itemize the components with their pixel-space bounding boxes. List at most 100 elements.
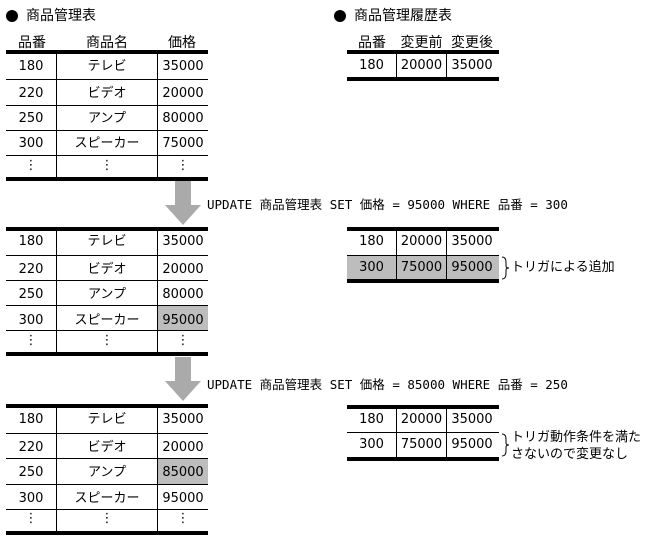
table-rule	[347, 50, 499, 54]
history-before-cell: 20000	[400, 412, 443, 427]
ellipsis-cell: ⋮	[100, 511, 114, 526]
product-name-cell: テレビ	[87, 59, 127, 74]
history-header-after: 変更後	[451, 35, 493, 51]
column-divider	[56, 231, 57, 353]
product-price-cell: 85000	[162, 465, 204, 480]
row-divider	[6, 255, 208, 256]
column-divider	[157, 231, 158, 353]
row-divider	[6, 280, 208, 281]
table-rule	[347, 279, 499, 283]
history-before-cell: 75000	[400, 437, 443, 452]
product-price-cell: 95000	[162, 313, 204, 328]
no-change-note-line-1: トリガ動作条件を満た	[511, 430, 642, 445]
ellipsis-cell: ⋮	[176, 158, 190, 173]
table-rule	[347, 77, 499, 81]
product-header-price: 価格	[168, 35, 196, 51]
product-id-cell: 250	[18, 111, 44, 126]
product-name-cell: スピーカー	[74, 136, 140, 151]
history-before-cell: 20000	[400, 58, 443, 73]
down-arrow-icon	[165, 181, 201, 225]
product-name-cell: ビデオ	[87, 440, 127, 455]
product-price-cell: 35000	[162, 234, 204, 249]
product-id-cell: 220	[18, 440, 44, 455]
product-price-cell: 80000	[162, 111, 204, 126]
row-divider	[6, 79, 208, 80]
product-name-cell: ビデオ	[87, 262, 127, 277]
history-id-cell: 180	[359, 58, 384, 73]
column-divider	[446, 409, 447, 457]
table-rule	[6, 352, 208, 356]
product-table-title: 商品管理表	[26, 8, 96, 24]
ellipsis-cell: ⋮	[100, 333, 114, 348]
column-divider	[157, 408, 158, 532]
product-price-cell: 20000	[162, 440, 204, 455]
ellipsis-cell: ⋮	[176, 333, 190, 348]
ellipsis-cell: ⋮	[100, 158, 114, 173]
history-before-cell: 75000	[400, 260, 443, 275]
product-name-cell: ビデオ	[87, 86, 127, 101]
product-id-cell: 220	[18, 262, 44, 277]
row-divider	[6, 509, 208, 510]
history-after-cell: 35000	[451, 234, 493, 249]
row-divider	[6, 105, 208, 106]
column-divider	[446, 54, 447, 78]
history-id-cell: 180	[359, 234, 384, 249]
column-divider	[396, 54, 397, 78]
row-divider	[6, 458, 208, 459]
table-rule	[6, 50, 208, 54]
product-name-cell: アンプ	[87, 287, 127, 302]
product-header-id: 品番	[18, 35, 46, 51]
product-id-cell: 180	[18, 59, 44, 74]
table-rule	[347, 227, 499, 231]
history-after-cell: 35000	[451, 412, 493, 427]
product-name-cell: スピーカー	[74, 491, 140, 506]
row-divider	[6, 433, 208, 434]
product-id-cell: 300	[18, 313, 44, 328]
product-price-cell: 75000	[162, 136, 204, 151]
changed-cell-highlight	[158, 306, 208, 330]
product-name-cell: テレビ	[87, 234, 127, 249]
update-statement: UPDATE 商品管理表 SET 価格 = 95000 WHERE 品番 = 3…	[207, 197, 568, 212]
history-after-cell: 95000	[451, 260, 493, 275]
row-divider	[6, 330, 208, 331]
product-name-cell: スピーカー	[74, 313, 140, 328]
product-price-cell: 35000	[162, 59, 204, 74]
bullet-icon	[6, 10, 18, 22]
product-price-cell: 20000	[162, 86, 204, 101]
history-id-cell: 300	[359, 437, 384, 452]
history-header-id: 品番	[358, 35, 386, 51]
product-id-cell: 300	[18, 491, 44, 506]
row-divider	[6, 130, 208, 131]
table-rule	[347, 405, 499, 409]
ellipsis-cell: ⋮	[24, 158, 38, 173]
product-id-cell: 250	[18, 287, 44, 302]
bullet-icon	[334, 10, 346, 22]
product-header-name: 商品名	[86, 35, 128, 51]
row-divider	[347, 255, 499, 256]
row-divider	[6, 155, 208, 156]
product-id-cell: 180	[18, 234, 44, 249]
history-before-cell: 20000	[400, 234, 443, 249]
product-id-cell: 250	[18, 465, 44, 480]
changed-cell-highlight	[158, 459, 208, 484]
update-statement: UPDATE 商品管理表 SET 価格 = 85000 WHERE 品番 = 2…	[207, 377, 568, 392]
product-price-cell: 35000	[162, 412, 204, 427]
row-divider	[6, 305, 208, 306]
added-row-highlight	[347, 256, 499, 279]
table-rule	[6, 177, 208, 181]
product-price-cell: 80000	[162, 287, 204, 302]
ellipsis-cell: ⋮	[24, 511, 38, 526]
product-id-cell: 300	[18, 136, 44, 151]
product-name-cell: アンプ	[87, 111, 127, 126]
down-arrow-icon	[165, 357, 201, 401]
column-divider	[56, 408, 57, 532]
product-name-cell: アンプ	[87, 465, 127, 480]
history-after-cell: 35000	[451, 58, 493, 73]
no-change-note-line-2: さないので変更なし	[511, 447, 629, 462]
trigger-note: トリガによる追加	[511, 260, 615, 275]
product-price-cell: 20000	[162, 262, 204, 277]
table-rule	[6, 531, 208, 535]
brace-icon	[501, 433, 510, 457]
ellipsis-cell: ⋮	[24, 333, 38, 348]
product-id-cell: 220	[18, 86, 44, 101]
